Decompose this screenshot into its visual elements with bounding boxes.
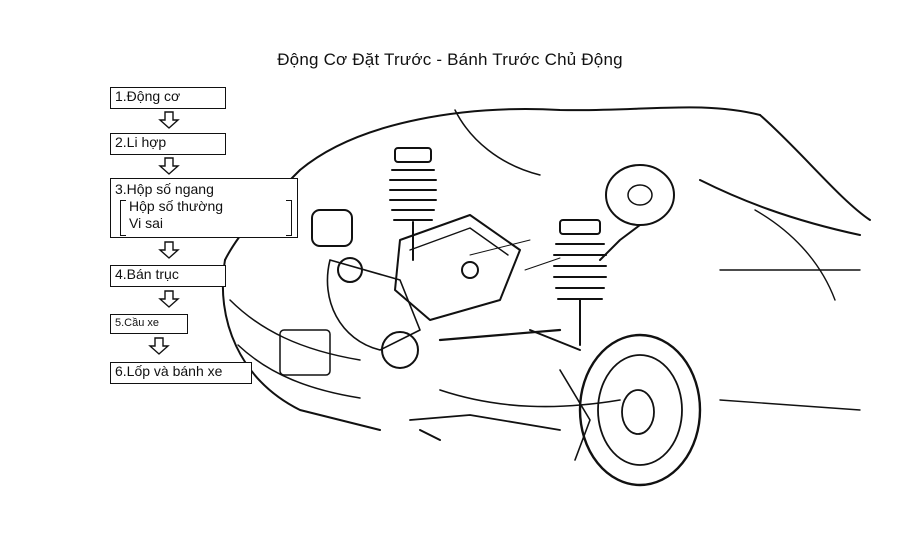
flow-step-transaxle: 3.Hộp số ngang Hộp số thường Vi sai — [110, 178, 298, 238]
flow-step-label: 4.Bán trục — [115, 266, 179, 282]
flow-substep-manual-gearbox: Hộp số thường — [129, 198, 224, 214]
flow-step-half-shaft: 4.Bán trục — [110, 265, 226, 287]
flow-step-engine: 1.Động cơ — [110, 87, 226, 109]
flow-step-clutch: 2.Li hợp — [110, 133, 226, 155]
flow-substep-differential: Vi sai — [129, 215, 163, 231]
flow-step-label: 2.Li hợp — [115, 134, 167, 150]
down-arrow-icon — [158, 241, 180, 259]
flow-step-label: 1.Động cơ — [115, 88, 181, 104]
substep-bracket-left — [120, 200, 126, 236]
substep-bracket-right — [286, 200, 292, 236]
flow-step-label: 3.Hộp số ngang — [115, 181, 214, 197]
flow-step-tires-wheels: 6.Lốp và bánh xe — [110, 362, 252, 384]
down-arrow-icon — [158, 290, 180, 308]
down-arrow-icon — [158, 111, 180, 129]
flow-step-label: 5.Cầu xe — [115, 317, 160, 329]
down-arrow-icon — [148, 337, 170, 355]
down-arrow-icon — [158, 157, 180, 175]
flow-step-axle: 5.Cầu xe — [110, 314, 188, 334]
flow-step-label: 6.Lốp và bánh xe — [115, 363, 223, 379]
diagram-title: Động Cơ Đặt Trước - Bánh Trước Chủ Động — [277, 50, 623, 69]
